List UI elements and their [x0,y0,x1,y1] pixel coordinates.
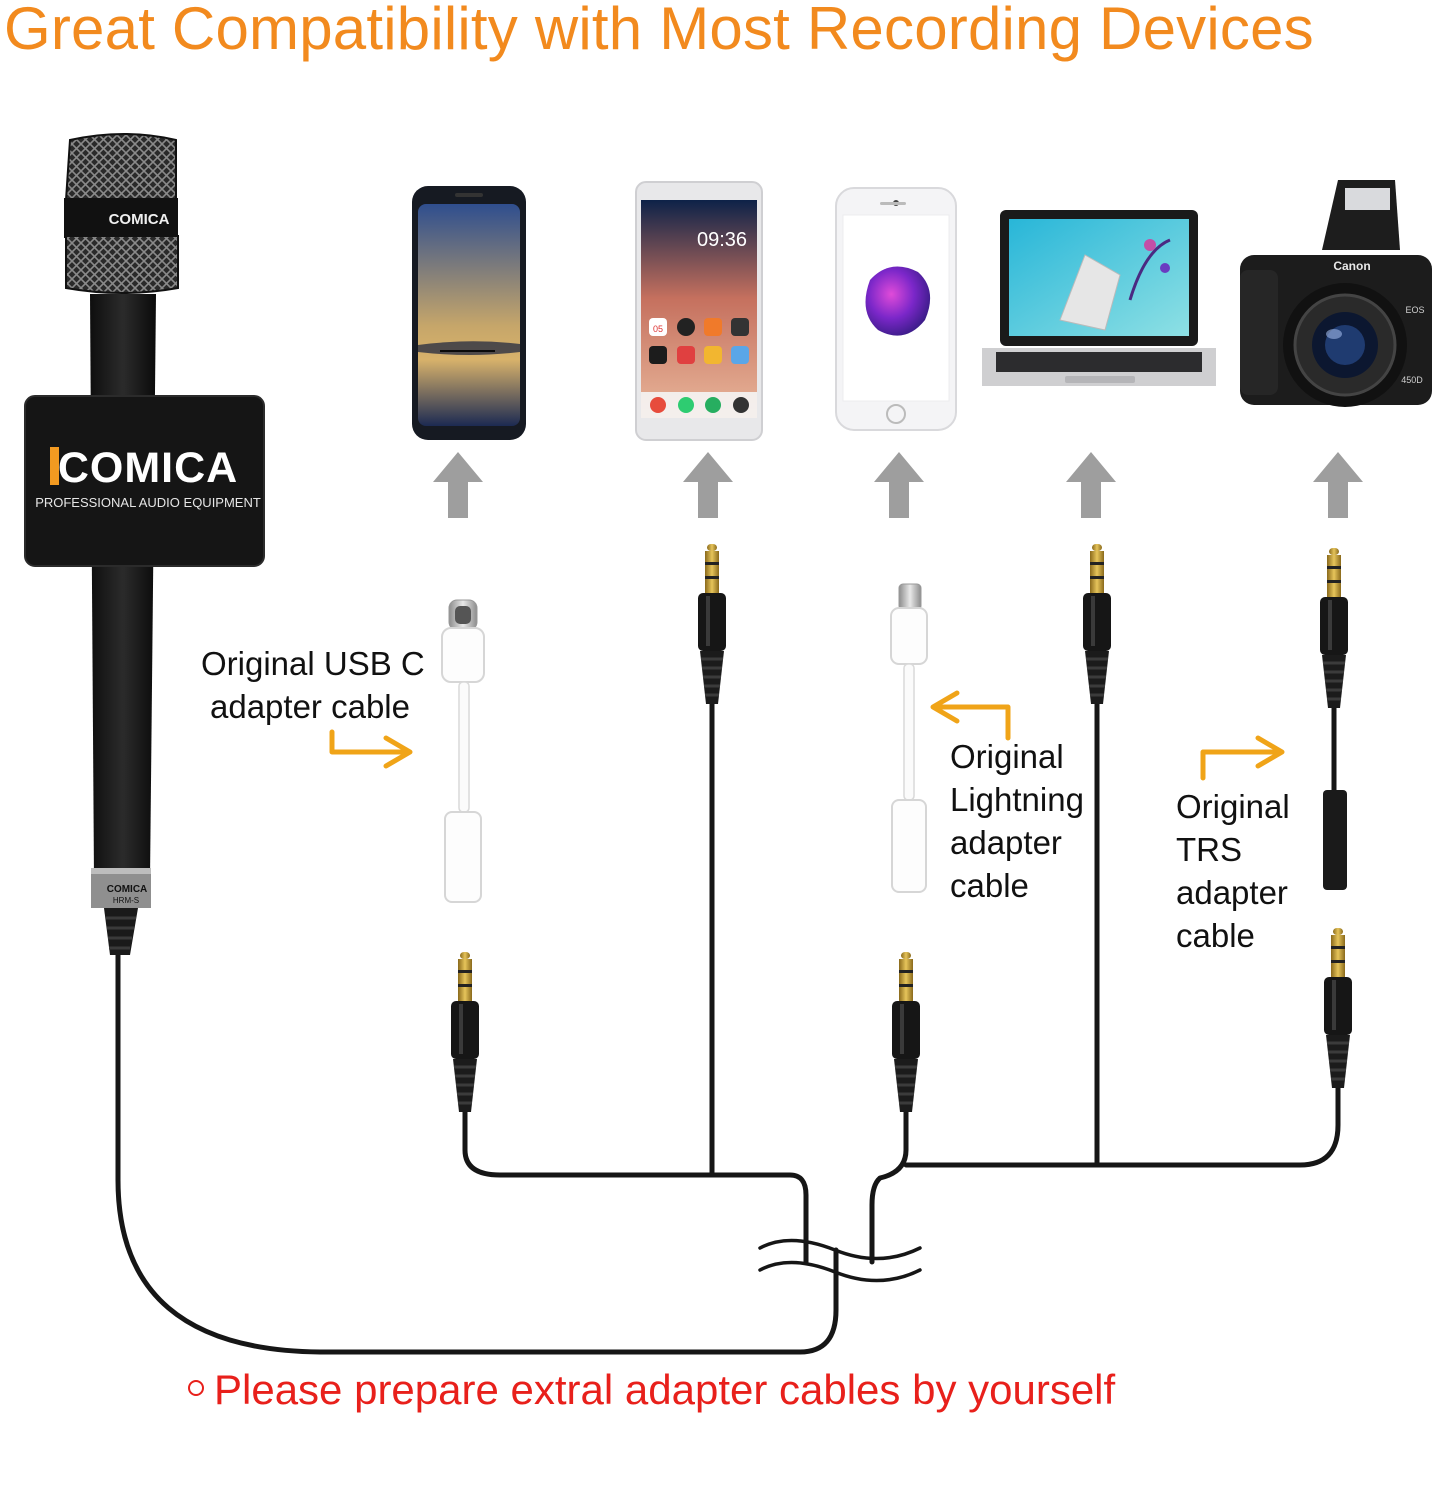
up-arrow-icon [1066,452,1116,518]
footer-note-text: Please prepare extral adapter cables by … [214,1366,1116,1413]
android-phone-image: 09:36 05 [635,181,763,441]
footer-note: Please prepare extral adapter cables by … [188,1366,1115,1414]
up-arrow-icon [683,452,733,518]
samsung-phone-image [412,186,526,440]
callout-line: Original [1176,788,1290,825]
callout-arrows [329,690,1285,781]
trs-plug-image [1318,546,1350,710]
camera-model: EOS [1405,305,1424,315]
bullet-circle-icon [188,1380,204,1396]
callout-line: Original USB C [201,645,425,682]
trs-plug-image [890,950,922,1114]
up-arrow-icon [874,452,924,518]
trs-adapter-callout: Original TRS adapter cable [1176,785,1290,957]
mic-ring-model: HRM-S [113,896,139,905]
callout-line: adapter cable [210,688,410,725]
callout-line: adapter [950,824,1062,861]
camera-brand: Canon [1333,259,1370,273]
up-arrow-icon [1313,452,1363,518]
canon-camera-image: Canon EOS 450D [1240,180,1432,407]
callout-line: TRS [1176,831,1242,868]
usb-c-adapter-callout: Original USB C adapter cable [201,642,425,728]
arrow-right-icon [1200,735,1285,781]
page-title: Great Compatibility with Most Recording … [4,0,1314,62]
device-arrows [433,452,1363,518]
trs-plug-image [1081,542,1113,706]
callout-line: Lightning [950,781,1084,818]
cable-break-mark [758,1238,922,1283]
callout-line: cable [950,867,1029,904]
microphone-image: COMICA COMICA HRM-S COMICA PROFESSIONAL … [24,133,265,955]
trs-adapter-socket [1323,790,1347,890]
callout-line: cable [1176,917,1255,954]
flag-brand: COMICA [58,444,238,492]
calendar-date: 05 [653,324,663,334]
laptop-image [982,210,1216,386]
mic-ring-brand: COMICA [107,884,148,895]
arrow-left-icon [930,690,1011,741]
lightning-adapter-callout: Original Lightning adapter cable [950,735,1084,907]
mic-head-brand: COMICA [109,211,170,228]
trs-plug-image [696,542,728,706]
iphone-image [835,187,957,431]
flag-tagline: PROFESSIONAL AUDIO EQUIPMENT [35,495,261,510]
usb-c-adapter-image [441,599,485,903]
trs-plug-image [1322,926,1354,1090]
callout-line: adapter [1176,874,1288,911]
callout-line: Original [950,738,1064,775]
phone-clock: 09:36 [697,229,747,251]
trs-plug-image [449,950,481,1114]
arrow-right-icon [329,729,413,769]
up-arrow-icon [433,452,483,518]
cable-network [115,649,1341,1355]
camera-badge: 450D [1401,375,1423,385]
lightning-adapter-image [890,583,928,893]
